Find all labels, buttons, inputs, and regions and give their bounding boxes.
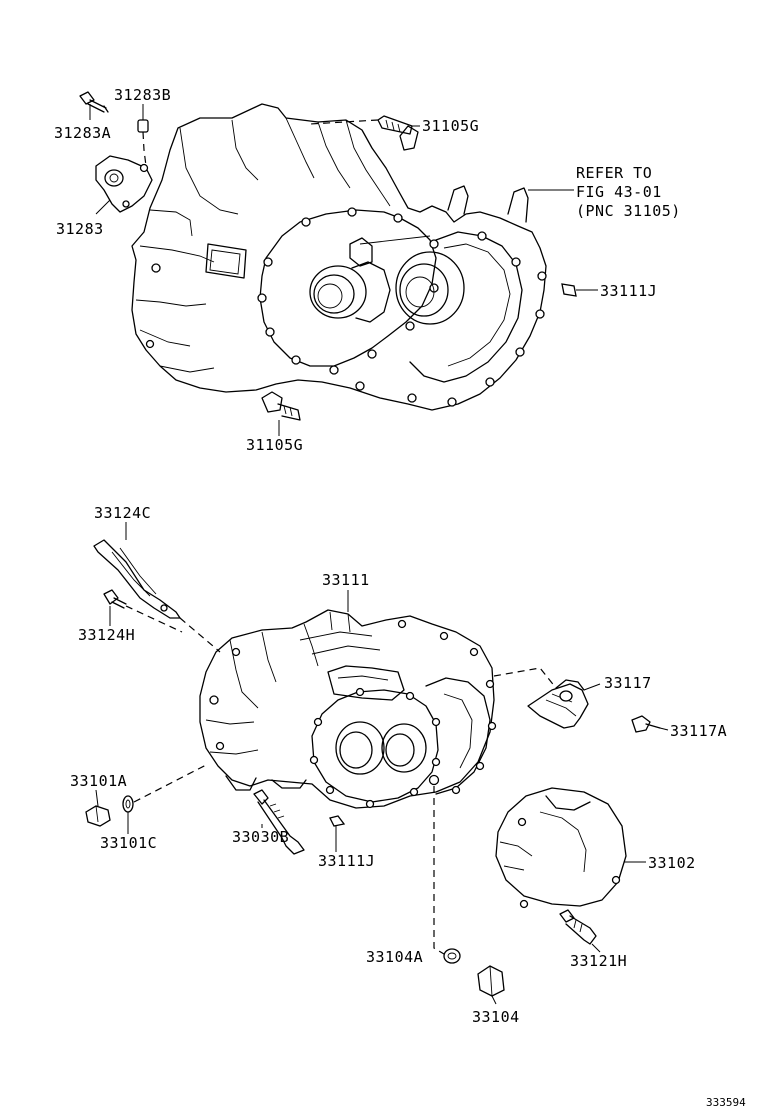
part-number-33030B: 33030B	[232, 828, 289, 846]
dashed-guide-33124H	[125, 605, 183, 633]
bolt-33030B-drawing	[253, 789, 305, 855]
part-number-33102: 33102	[648, 854, 696, 872]
refer-note-line1: REFER TO	[576, 164, 652, 182]
leader-33117	[583, 683, 601, 691]
refer-note-line3: (PNC 31105)	[576, 202, 681, 220]
part-number-31283A: 31283A	[54, 124, 111, 142]
plug-33101A-drawing	[85, 805, 111, 827]
dashed-guide-33104A	[433, 786, 445, 955]
refer-note-line2: FIG 43-01	[576, 183, 662, 201]
leader-33121H	[591, 943, 601, 953]
dashed-guide-33101C	[133, 763, 209, 803]
leader-33117A	[659, 727, 669, 731]
part-number-33104: 33104	[472, 1008, 520, 1026]
figure-id: 333594	[706, 1096, 746, 1109]
part-number-33124H: 33124H	[78, 626, 135, 644]
leader-33101A	[95, 789, 99, 807]
plug-33104-drawing	[477, 965, 505, 997]
extension-housing-33102-drawing	[495, 787, 627, 909]
bolt-31105G-bottom-drawing	[261, 391, 301, 421]
dashed-guide-33124C	[179, 617, 221, 653]
part-number-33111J-bottom: 33111J	[318, 852, 375, 870]
pin-33111J-top-drawing	[561, 283, 577, 297]
part-number-33101A: 33101A	[70, 772, 127, 790]
part-number-33104A: 33104A	[366, 948, 423, 966]
bolt-31283A-drawing	[79, 91, 109, 113]
part-number-31105G-bottom: 31105G	[246, 436, 303, 454]
part-number-33111J-top: 33111J	[600, 282, 657, 300]
dashed-guide-33117	[493, 667, 557, 689]
pin-31283B-drawing	[137, 119, 149, 133]
part-number-33111: 33111	[322, 571, 370, 589]
pin-33111J-bottom-drawing	[329, 815, 346, 827]
cover-33117-drawing	[527, 679, 589, 729]
part-number-31283B: 31283B	[114, 86, 171, 104]
transaxle-housing-drawing	[131, 103, 547, 411]
transmission-case-drawing	[199, 609, 497, 809]
part-number-31283: 31283	[56, 220, 104, 238]
part-number-33121H: 33121H	[570, 952, 627, 970]
bolt-31105G-top-drawing	[377, 115, 419, 151]
gasket-33101C-drawing	[122, 795, 134, 813]
bolt-33121H-drawing	[559, 909, 597, 945]
bolt-33124H-drawing	[103, 589, 127, 609]
part-number-33101C: 33101C	[100, 834, 157, 852]
dashed-guide-31283B	[142, 131, 147, 167]
part-number-33124C: 33124C	[94, 504, 151, 522]
bracket-33124C-drawing	[93, 539, 181, 619]
leader-33104	[491, 995, 497, 1005]
part-number-33117: 33117	[604, 674, 652, 692]
bolt-33117A-drawing	[631, 715, 661, 733]
gasket-33104A-drawing	[443, 948, 461, 964]
bracket-31283-drawing	[95, 155, 153, 213]
part-number-33117A: 33117A	[670, 722, 727, 740]
part-number-31105G-top: 31105G	[422, 117, 479, 135]
leader-31283	[95, 199, 111, 215]
